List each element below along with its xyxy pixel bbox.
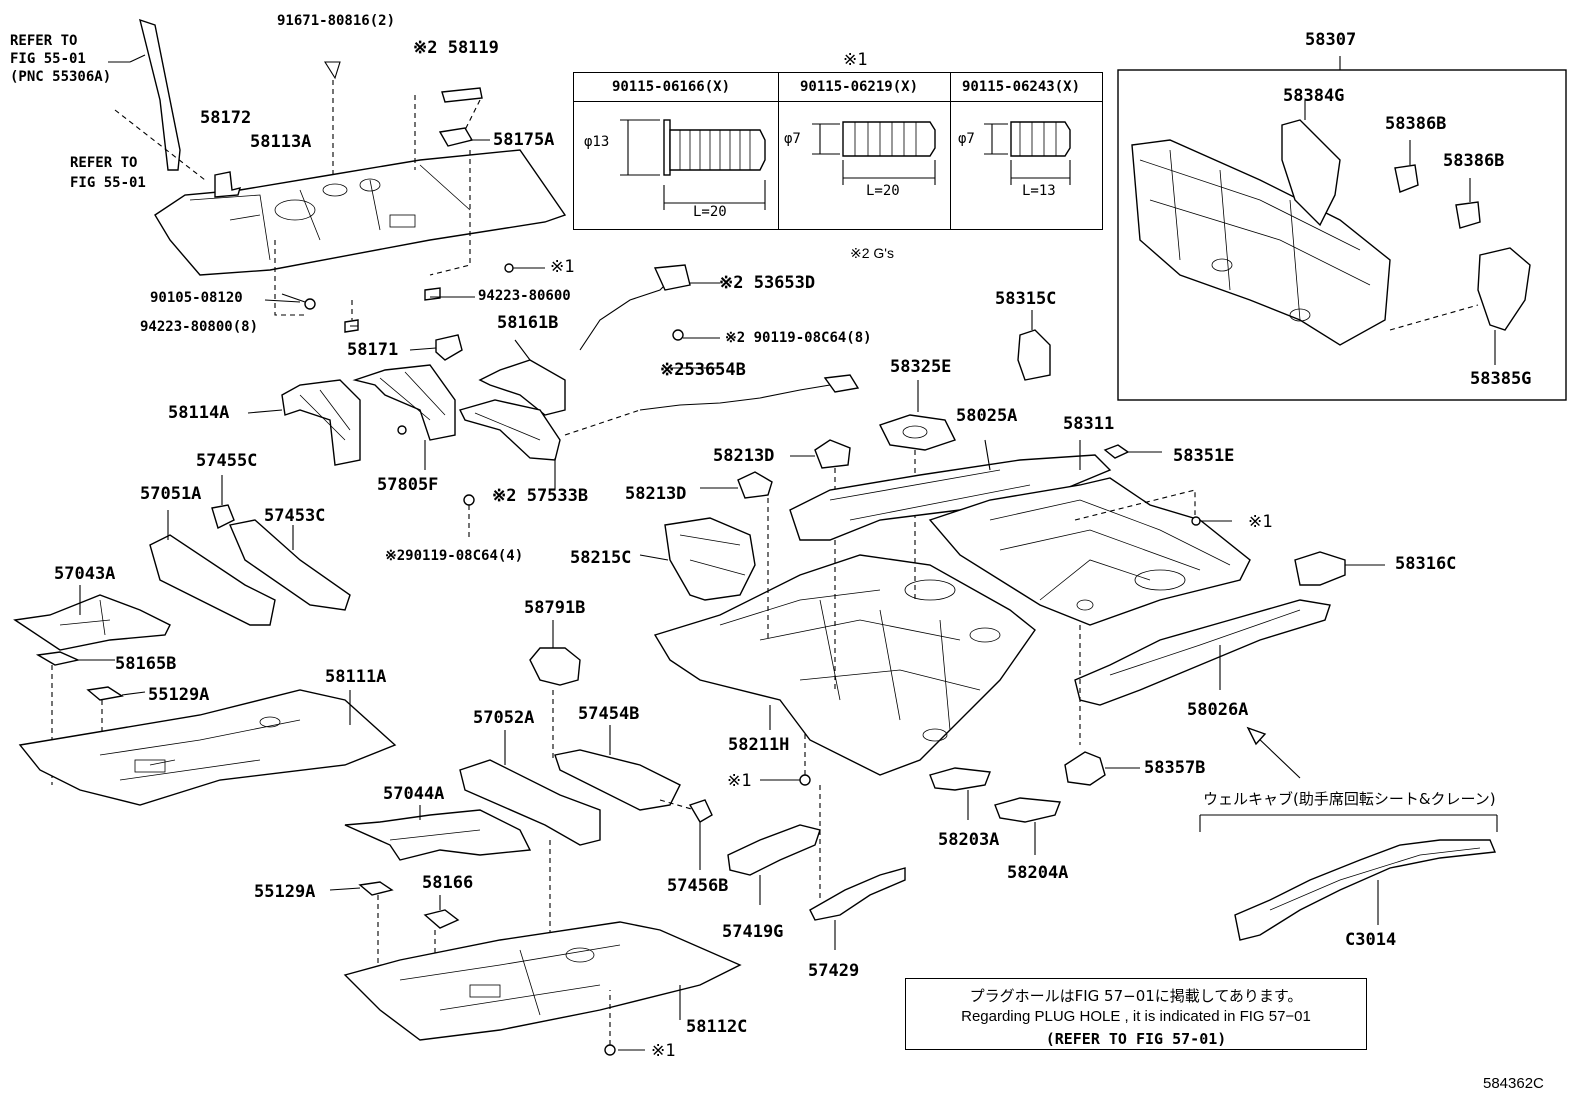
bolt-mark-1-right: ※1 — [1248, 512, 1273, 532]
plug-hole-note: プラグホールはFIG 57−01に掲載してあります。 Regarding PLU… — [905, 978, 1367, 1050]
part-label-58203A[interactable]: 58203A — [938, 830, 1000, 850]
part-label-58325E[interactable]: 58325E — [890, 357, 952, 377]
part-label-58112C[interactable]: 58112C — [686, 1017, 748, 1037]
part-label-57456B[interactable]: 57456B — [667, 876, 729, 896]
part-label-58175A[interactable]: 58175A — [493, 130, 555, 150]
part-label-58211H[interactable]: 58211H — [728, 735, 790, 755]
part-label-58311[interactable]: 58311 — [1063, 414, 1115, 434]
part-label-94223-80800[interactable]: 94223-80800(8) — [140, 319, 259, 335]
part-label-58165B[interactable]: 58165B — [115, 654, 177, 674]
part-label-58204A[interactable]: 58204A — [1007, 863, 1069, 883]
part-label-58113A[interactable]: 58113A — [250, 132, 312, 152]
bolt-mark-1-left: ※1 — [550, 257, 575, 277]
part-label-58213D-b[interactable]: 58213D — [625, 484, 687, 504]
part-label-90119-08C64-8[interactable]: ※2 90119-08C64(8) — [725, 330, 872, 346]
part-label-58119[interactable]: ※2 58119 — [413, 38, 499, 58]
part-label-94223-80600[interactable]: 94223-80600 — [478, 288, 571, 304]
part-label-57454B[interactable]: 57454B — [578, 704, 640, 724]
bolt-3-length: L=13 — [1022, 183, 1056, 199]
plug-hole-note-english: Regarding PLUG HOLE , it is indicated in… — [961, 1008, 1311, 1025]
plug-hole-note-refer[interactable]: (REFER TO FIG 57-01) — [1045, 1030, 1227, 1048]
bolt-1-diameter: φ13 — [584, 134, 610, 150]
part-label-90105-08120[interactable]: 90105-08120 — [150, 290, 243, 306]
part-label-55129A-lower[interactable]: 55129A — [254, 882, 316, 902]
refer-note-fig-55-01-pnc: REFER TO FIG 55-01 (PNC 55306A) — [10, 33, 112, 85]
part-label-58213D-a[interactable]: 58213D — [713, 446, 775, 466]
part-label-58357B[interactable]: 58357B — [1144, 758, 1206, 778]
bolt-3-diameter: φ7 — [958, 131, 975, 147]
part-label-57455C[interactable]: 57455C — [196, 451, 258, 471]
part-label-55129A-upper[interactable]: 55129A — [148, 685, 210, 705]
part-label-58215C[interactable]: 58215C — [570, 548, 632, 568]
part-label-58025A[interactable]: 58025A — [956, 406, 1018, 426]
part-label-57044A[interactable]: 57044A — [383, 784, 445, 804]
part-label-58026A[interactable]: 58026A — [1187, 700, 1249, 720]
bolt-mark-1-bottom: ※1 — [651, 1041, 676, 1061]
part-label-53654B[interactable]: ※253654B — [660, 360, 746, 380]
part-label-57419G[interactable]: 57419G — [722, 922, 784, 942]
part-label-58307[interactable]: 58307 — [1305, 30, 1357, 50]
part-label-53653D[interactable]: ※2 53653D — [719, 273, 816, 293]
part-label-58166[interactable]: 58166 — [422, 873, 474, 893]
part-label-57533B[interactable]: ※2 57533B — [492, 486, 589, 506]
part-label-58161B[interactable]: 58161B — [497, 313, 559, 333]
plug-hole-note-japanese: プラグホールはFIG 57−01に掲載してあります。 — [969, 987, 1303, 1005]
bolt-spec-table — [573, 72, 1103, 230]
part-label-57052A[interactable]: 57052A — [473, 708, 535, 728]
bolt-2-diameter: φ7 — [784, 131, 801, 147]
bolt-2-length: L=20 — [866, 183, 900, 199]
part-label-58111A[interactable]: 58111A — [325, 667, 387, 687]
bolt-illustrations — [620, 119, 1071, 210]
part-label-91671-80816[interactable]: 91671-80816(2) — [277, 13, 396, 29]
part-label-57429[interactable]: 57429 — [808, 961, 860, 981]
part-label-58171[interactable]: 58171 — [347, 340, 399, 360]
part-label-58384G[interactable]: 58384G — [1283, 86, 1345, 106]
part-label-57805F[interactable]: 57805F — [377, 475, 439, 495]
part-label-C3014[interactable]: C3014 — [1345, 930, 1397, 950]
refer-note-fig-55-01: REFER TO FIG 55-01 — [70, 155, 146, 191]
part-label-57453C[interactable]: 57453C — [264, 506, 326, 526]
bolt-column-2-header: 90115-06219(X) — [800, 79, 919, 95]
part-label-58385G[interactable]: 58385G — [1470, 369, 1532, 389]
welcab-label: ウェルキャブ(助手席回転シート&クレーン) — [1203, 790, 1496, 808]
bolt-mark-1-center: ※1 — [727, 771, 752, 791]
dash-panel-58113A-shape — [154, 149, 567, 276]
bolt-1-length: L=20 — [693, 204, 727, 220]
part-label-58386B-b[interactable]: 58386B — [1443, 151, 1505, 171]
part-label-58386B-a[interactable]: 58386B — [1385, 114, 1447, 134]
part-label-58315C[interactable]: 58315C — [995, 289, 1057, 309]
part-label-57051A[interactable]: 57051A — [140, 484, 202, 504]
bolt-column-3-header: 90115-06243(X) — [962, 79, 1081, 95]
part-label-58114A[interactable]: 58114A — [168, 403, 230, 423]
part-label-58351E[interactable]: 58351E — [1173, 446, 1235, 466]
bolt-table-footnote: ※2 G's — [850, 245, 894, 261]
part-label-90119-08C64-4[interactable]: ※290119-08C64(4) — [385, 548, 524, 564]
bolt-table-mark: ※1 — [843, 50, 868, 70]
part-label-58316C[interactable]: 58316C — [1395, 554, 1457, 574]
part-label-57043A[interactable]: 57043A — [54, 564, 116, 584]
diagram-id: 584362C — [1483, 1075, 1544, 1092]
part-label-58172[interactable]: 58172 — [200, 108, 252, 128]
bolt-column-1-header: 90115-06166(X) — [612, 79, 731, 95]
part-label-58791B[interactable]: 58791B — [524, 598, 586, 618]
